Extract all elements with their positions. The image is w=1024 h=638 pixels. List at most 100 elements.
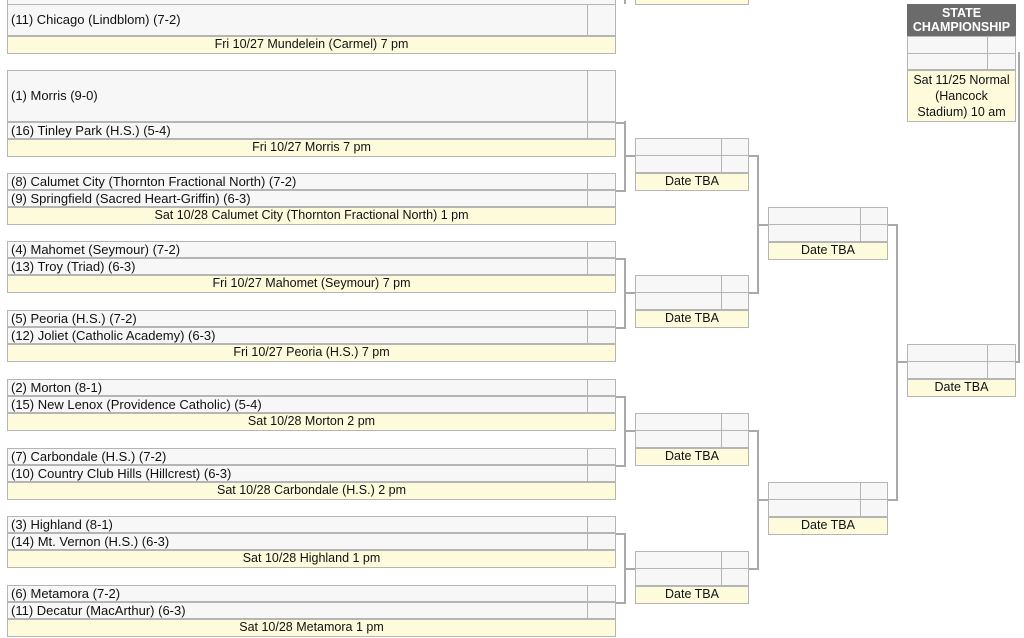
score-cell bbox=[721, 275, 749, 293]
score-cell bbox=[587, 465, 616, 482]
score-cell bbox=[987, 361, 1016, 379]
connector bbox=[888, 224, 898, 226]
team-slot: (4) Mahomet (Seymour) (7-2) bbox=[7, 241, 616, 258]
team-name: (7) Carbondale (H.S.) (7-2) bbox=[11, 449, 167, 464]
score-cell bbox=[860, 482, 888, 500]
connector bbox=[1016, 361, 1020, 363]
score-cell bbox=[721, 413, 749, 431]
team-slot: (16) Tinley Park (H.S.) (5-4) bbox=[7, 122, 616, 139]
score-cell bbox=[587, 327, 616, 344]
connector bbox=[624, 258, 626, 329]
team-name: (2) Morton (8-1) bbox=[11, 380, 103, 395]
game-info: Date TBA bbox=[635, 310, 749, 328]
team-slot: (11) Decatur (MacArthur) (6-3) bbox=[7, 602, 616, 619]
team-name: (14) Mt. Vernon (H.S.) (6-3) bbox=[11, 534, 170, 549]
connector bbox=[759, 224, 769, 226]
team-slot: (14) Mt. Vernon (H.S.) (6-3) bbox=[7, 533, 616, 550]
connector bbox=[757, 155, 759, 294]
team-slot: (10) Country Club Hills (Hillcrest) (6-3… bbox=[7, 465, 616, 482]
score-cell bbox=[860, 207, 888, 225]
connector bbox=[624, 0, 626, 4]
connector bbox=[624, 396, 626, 467]
score-cell bbox=[987, 344, 1016, 362]
connector bbox=[749, 568, 759, 570]
game-info: Fri 10/27 Morris 7 pm bbox=[7, 139, 616, 157]
game-info: Date TBA bbox=[768, 517, 888, 535]
game-info: Sat 10/28 Carbondale (H.S.) 2 pm bbox=[7, 482, 616, 500]
score-cell bbox=[721, 138, 749, 156]
game-info: Sat 10/28 Morton 2 pm bbox=[7, 413, 616, 431]
game-info: Sat 10/28 Highland 1 pm bbox=[7, 550, 616, 568]
score-cell bbox=[721, 568, 749, 586]
team-name: (5) Peoria (H.S.) (7-2) bbox=[11, 311, 137, 326]
team-slot: (6) Metamora (7-2) bbox=[7, 585, 616, 602]
team-slot: (9) Springfield (Sacred Heart-Griffin) (… bbox=[7, 190, 616, 207]
connector bbox=[759, 499, 769, 501]
team-name: (9) Springfield (Sacred Heart-Griffin) (… bbox=[11, 191, 251, 206]
score-cell bbox=[721, 155, 749, 173]
game-info: Fri 10/27 Mundelein (Carmel) 7 pm bbox=[7, 36, 616, 54]
team-name: (6) Metamora (7-2) bbox=[11, 586, 121, 601]
score-cell bbox=[587, 190, 616, 207]
connector bbox=[616, 258, 626, 260]
team-slot: (3) Highland (8-1) bbox=[7, 516, 616, 533]
score-cell bbox=[587, 4, 616, 36]
game-info: Date TBA bbox=[768, 242, 888, 260]
connector bbox=[749, 292, 759, 294]
connector bbox=[616, 327, 626, 329]
connector bbox=[616, 122, 626, 124]
connector bbox=[626, 568, 636, 570]
connector bbox=[626, 430, 636, 432]
connector bbox=[616, 602, 626, 604]
connector bbox=[626, 292, 636, 294]
team-name: (13) Troy (Triad) (6-3) bbox=[11, 259, 136, 274]
team-name: (12) Joliet (Catholic Academy) (6-3) bbox=[11, 328, 216, 343]
score-cell bbox=[860, 499, 888, 517]
team-name: (10) Country Club Hills (Hillcrest) (6-3… bbox=[11, 466, 232, 481]
team-slot: (5) Peoria (H.S.) (7-2) bbox=[7, 310, 616, 327]
game-info-partial bbox=[635, 0, 749, 5]
connector bbox=[616, 533, 626, 535]
score-cell bbox=[587, 602, 616, 619]
game-info: Date TBA bbox=[907, 379, 1016, 397]
score-cell bbox=[587, 516, 616, 533]
team-slot: (11) Chicago (Lindblom) (7-2) bbox=[7, 4, 616, 36]
team-name: (11) Decatur (MacArthur) (6-3) bbox=[11, 603, 186, 618]
state-championship-header: STATE CHAMPIONSHIP bbox=[907, 4, 1016, 36]
score-cell bbox=[587, 173, 616, 190]
score-cell bbox=[860, 224, 888, 242]
score-cell bbox=[587, 258, 616, 275]
champ-score-top bbox=[987, 36, 1016, 54]
game-info: Date TBA bbox=[635, 448, 749, 466]
team-name: (16) Tinley Park (H.S.) (5-4) bbox=[11, 123, 171, 138]
team-name: (15) New Lenox (Providence Catholic) (5-… bbox=[11, 397, 262, 412]
connector bbox=[888, 499, 898, 501]
game-info: Fri 10/27 Mahomet (Seymour) 7 pm bbox=[7, 275, 616, 293]
connector bbox=[624, 121, 626, 192]
team-slot: (12) Joliet (Catholic Academy) (6-3) bbox=[7, 327, 616, 344]
connector bbox=[749, 430, 759, 432]
connector bbox=[757, 430, 759, 570]
connector bbox=[616, 396, 626, 398]
score-cell bbox=[587, 70, 616, 122]
score-cell bbox=[721, 292, 749, 310]
team-name: (11) Chicago (Lindblom) (7-2) bbox=[11, 12, 181, 27]
score-cell bbox=[587, 310, 616, 327]
game-info: Fri 10/27 Peoria (H.S.) 7 pm bbox=[7, 344, 616, 362]
connector bbox=[749, 155, 759, 157]
score-cell bbox=[587, 379, 616, 396]
connector bbox=[624, 533, 626, 604]
team-slot: (1) Morris (9-0) bbox=[7, 70, 616, 122]
score-cell bbox=[587, 448, 616, 465]
score-cell bbox=[587, 396, 616, 413]
team-name: (8) Calumet City (Thornton Fractional No… bbox=[11, 174, 297, 189]
game-info: Sat 10/28 Calumet City (Thornton Fractio… bbox=[7, 207, 616, 225]
game-info: Date TBA bbox=[635, 586, 749, 604]
championship-info: Sat 11/25 Normal (Hancock Stadium) 10 am bbox=[907, 70, 1016, 122]
score-cell bbox=[721, 430, 749, 448]
game-info: Sat 10/28 Metamora 1 pm bbox=[7, 619, 616, 637]
connector bbox=[616, 465, 626, 467]
score-cell bbox=[587, 533, 616, 550]
champ-score-bottom bbox=[987, 53, 1016, 70]
team-name: (3) Highland (8-1) bbox=[11, 517, 113, 532]
